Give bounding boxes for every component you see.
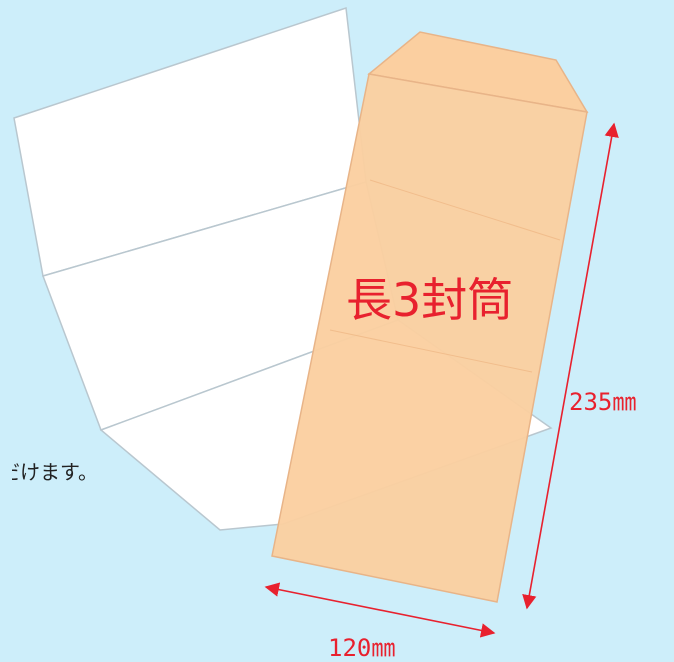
height-label: 235㎜ (569, 388, 636, 416)
width-dimension: 120㎜ (264, 582, 496, 662)
width-arrow (264, 582, 496, 638)
cropped-description-text: だけます。 (0, 460, 98, 484)
width-label: 120㎜ (328, 634, 395, 662)
envelope-body (271, 73, 588, 603)
envelope: 長3封筒 (271, 31, 589, 603)
height-arrow (522, 122, 619, 610)
height-dimension: 235㎜ (522, 122, 636, 610)
envelope-label: 長3封筒 (346, 273, 513, 327)
